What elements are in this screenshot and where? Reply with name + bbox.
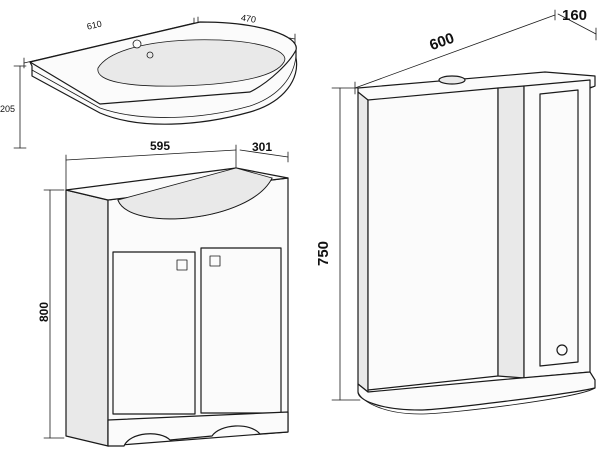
vanity-drawing: 595 301 800 <box>37 139 289 447</box>
vanity-side-panel <box>65 189 109 447</box>
vanity-door-right-handle-icon <box>209 255 221 267</box>
mirror-glass-panel <box>367 87 499 391</box>
mirror-cabinet-side <box>497 85 525 379</box>
sink-height-label: 205 <box>0 104 15 114</box>
mirror-cabinet-door <box>539 89 579 367</box>
vanity-front-frame <box>107 177 289 447</box>
vanity-plinth <box>107 411 289 447</box>
vanity-door-left <box>112 251 196 415</box>
mirror-width-label: 600 <box>427 30 456 55</box>
sink-height-dimension: 205 <box>0 65 27 149</box>
mirror-cabinet-drawing: 600 160 750 <box>315 7 597 415</box>
vanity-width-dimension: 595 <box>65 139 237 191</box>
sink-front-edge <box>31 55 297 118</box>
vanity-depth-label: 301 <box>252 140 272 154</box>
mirror-height-label: 750 <box>315 241 332 266</box>
vanity-door-left-handle-icon <box>176 259 188 271</box>
sink-drain-icon <box>146 51 154 59</box>
sink-width-label: 610 <box>86 19 103 32</box>
vanity-depth-dimension: 301 <box>239 140 289 163</box>
mirror-lamp-icon <box>438 75 466 85</box>
vanity-door-right <box>200 247 282 414</box>
vanity-basin-back <box>117 167 273 220</box>
sink-basin <box>97 39 286 87</box>
vanity-width-label: 595 <box>150 139 170 153</box>
vanity-height-dimension: 800 <box>37 189 65 439</box>
mirror-depth-label: 160 <box>562 7 587 24</box>
sink-drawing: 610 470 205 <box>0 13 298 149</box>
sink-tap-hole-icon <box>132 39 142 49</box>
mirror-height-dimension: 750 <box>315 87 361 401</box>
mirror-side-wall <box>357 91 369 393</box>
mirror-bottom-shelf-front <box>357 387 596 415</box>
mirror-cabinet-knob-icon <box>556 344 568 356</box>
vanity-height-label: 800 <box>37 302 51 322</box>
sink-depth-label: 470 <box>240 13 256 25</box>
mirror-cabinet-door-frame <box>523 79 591 379</box>
mirror-depth-dimension: 160 <box>557 7 597 41</box>
